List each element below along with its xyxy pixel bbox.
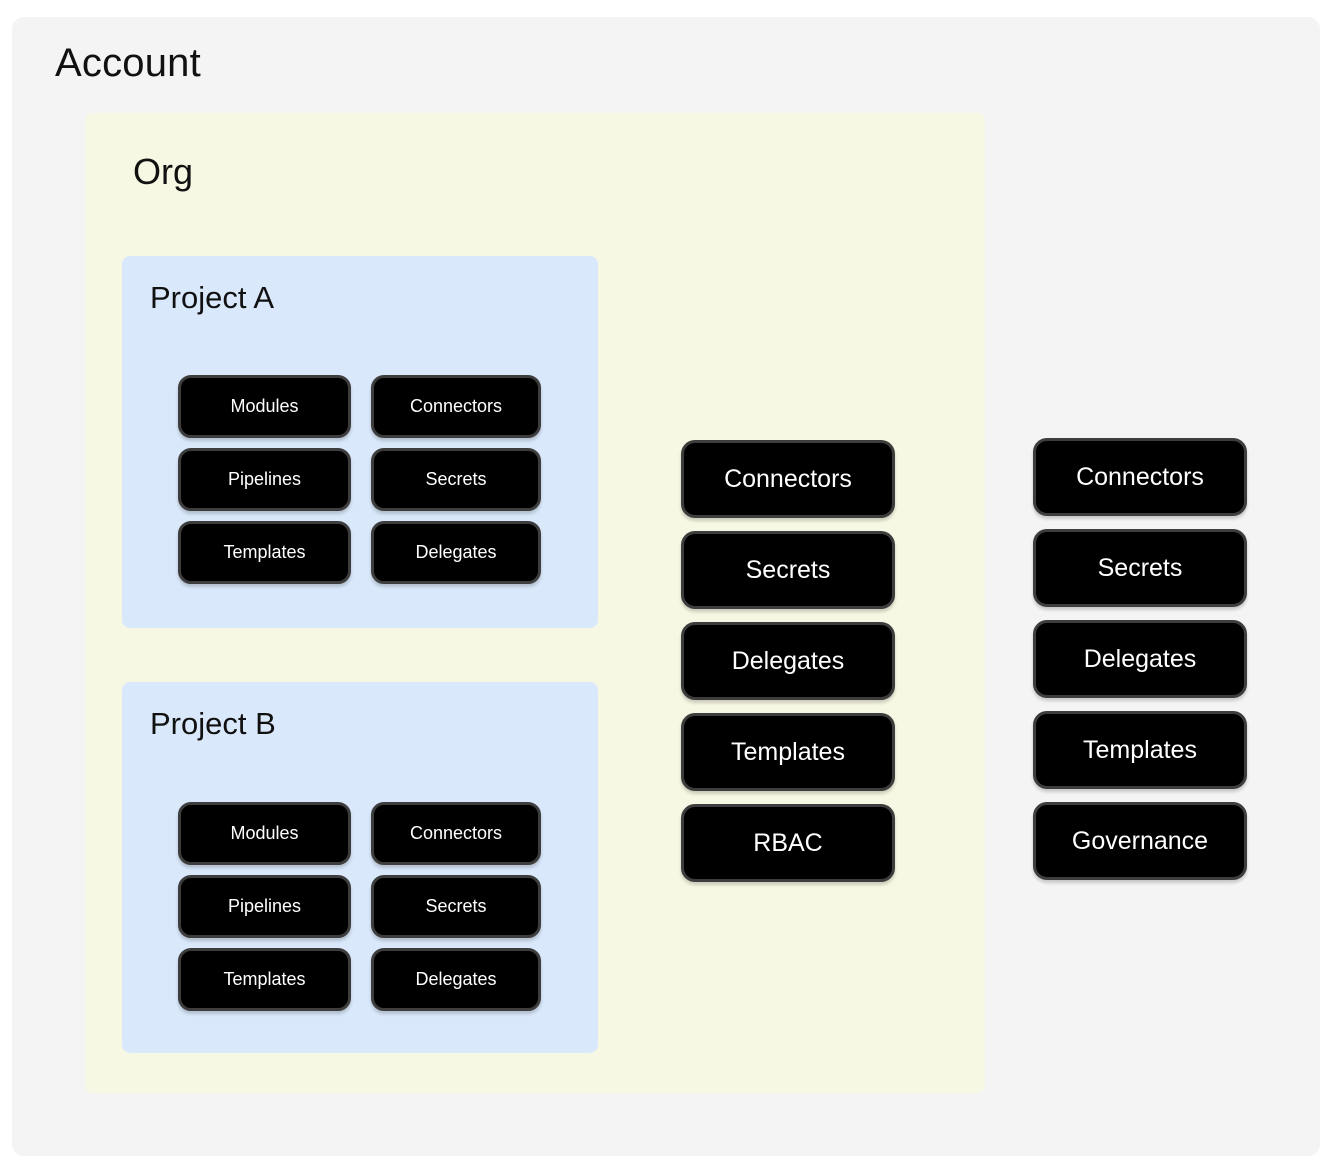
account-templates-pill: Templates xyxy=(1033,711,1247,789)
project-a-title: Project A xyxy=(150,280,275,315)
project-a-templates-pill: Templates xyxy=(178,521,351,584)
org-container: Org Project A Modules Connectors Pipelin… xyxy=(85,113,985,1093)
project-a-modules-pill: Modules xyxy=(178,375,351,438)
account-connectors-pill: Connectors xyxy=(1033,438,1247,516)
project-b-title: Project B xyxy=(150,706,276,741)
account-container: Account Org Project A Modules Connectors… xyxy=(12,17,1320,1156)
org-title: Org xyxy=(133,151,194,192)
project-a-container: Project A Modules Connectors Pipelines S… xyxy=(122,256,598,628)
org-rbac-pill: RBAC xyxy=(681,804,895,882)
org-templates-pill: Templates xyxy=(681,713,895,791)
project-b-delegates-pill: Delegates xyxy=(371,948,541,1011)
account-resource-column: Connectors Secrets Delegates Templates G… xyxy=(1033,438,1247,880)
org-resource-column: Connectors Secrets Delegates Templates R… xyxy=(681,440,895,882)
account-title: Account xyxy=(55,41,201,85)
account-governance-pill: Governance xyxy=(1033,802,1247,880)
org-secrets-pill: Secrets xyxy=(681,531,895,609)
project-a-connectors-pill: Connectors xyxy=(371,375,541,438)
project-a-pipelines-pill: Pipelines xyxy=(178,448,351,511)
project-b-secrets-pill: Secrets xyxy=(371,875,541,938)
project-a-delegates-pill: Delegates xyxy=(371,521,541,584)
project-a-resource-grid: Modules Connectors Pipelines Secrets Tem… xyxy=(178,375,541,584)
org-delegates-pill: Delegates xyxy=(681,622,895,700)
project-b-templates-pill: Templates xyxy=(178,948,351,1011)
project-b-connectors-pill: Connectors xyxy=(371,802,541,865)
account-delegates-pill: Delegates xyxy=(1033,620,1247,698)
account-secrets-pill: Secrets xyxy=(1033,529,1247,607)
project-b-modules-pill: Modules xyxy=(178,802,351,865)
project-b-resource-grid: Modules Connectors Pipelines Secrets Tem… xyxy=(178,802,541,1011)
project-b-container: Project B Modules Connectors Pipelines S… xyxy=(122,682,598,1053)
project-b-pipelines-pill: Pipelines xyxy=(178,875,351,938)
org-connectors-pill: Connectors xyxy=(681,440,895,518)
project-a-secrets-pill: Secrets xyxy=(371,448,541,511)
